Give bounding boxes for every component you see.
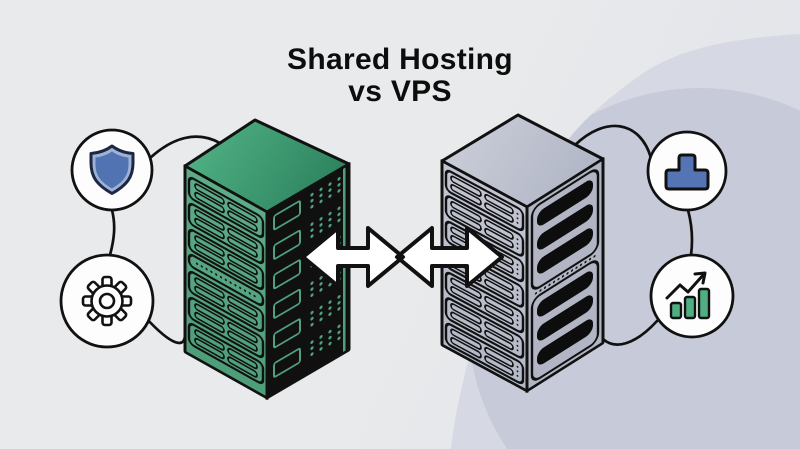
settings-badge bbox=[59, 253, 155, 349]
connector-lines bbox=[108, 124, 694, 346]
plugin-badge bbox=[646, 130, 728, 212]
growth-badge bbox=[649, 253, 735, 339]
plug-icon bbox=[664, 153, 710, 191]
page-title: Shared Hosting vs VPS bbox=[0, 43, 800, 109]
title-line-1: Shared Hosting bbox=[287, 43, 513, 76]
shield-icon bbox=[89, 144, 135, 195]
server-side-face bbox=[265, 162, 351, 400]
security-badge bbox=[70, 128, 154, 212]
connector-plug-to-chart bbox=[686, 208, 694, 257]
transfer-arrows bbox=[301, 226, 504, 288]
shared-hosting-server-tower bbox=[183, 118, 351, 400]
gear-icon bbox=[81, 275, 133, 327]
title-line-2: vs VPS bbox=[348, 75, 452, 109]
connector-shield-to-server bbox=[148, 135, 222, 160]
connector-server-to-plug bbox=[573, 124, 653, 160]
connector-chart-to-server bbox=[601, 319, 659, 346]
vps-server-tower bbox=[440, 113, 605, 393]
connector-gear-to-server bbox=[144, 316, 187, 345]
server-side-face bbox=[525, 157, 605, 393]
growth-chart-icon bbox=[665, 271, 711, 320]
connector-shield-to-gear bbox=[108, 208, 116, 257]
